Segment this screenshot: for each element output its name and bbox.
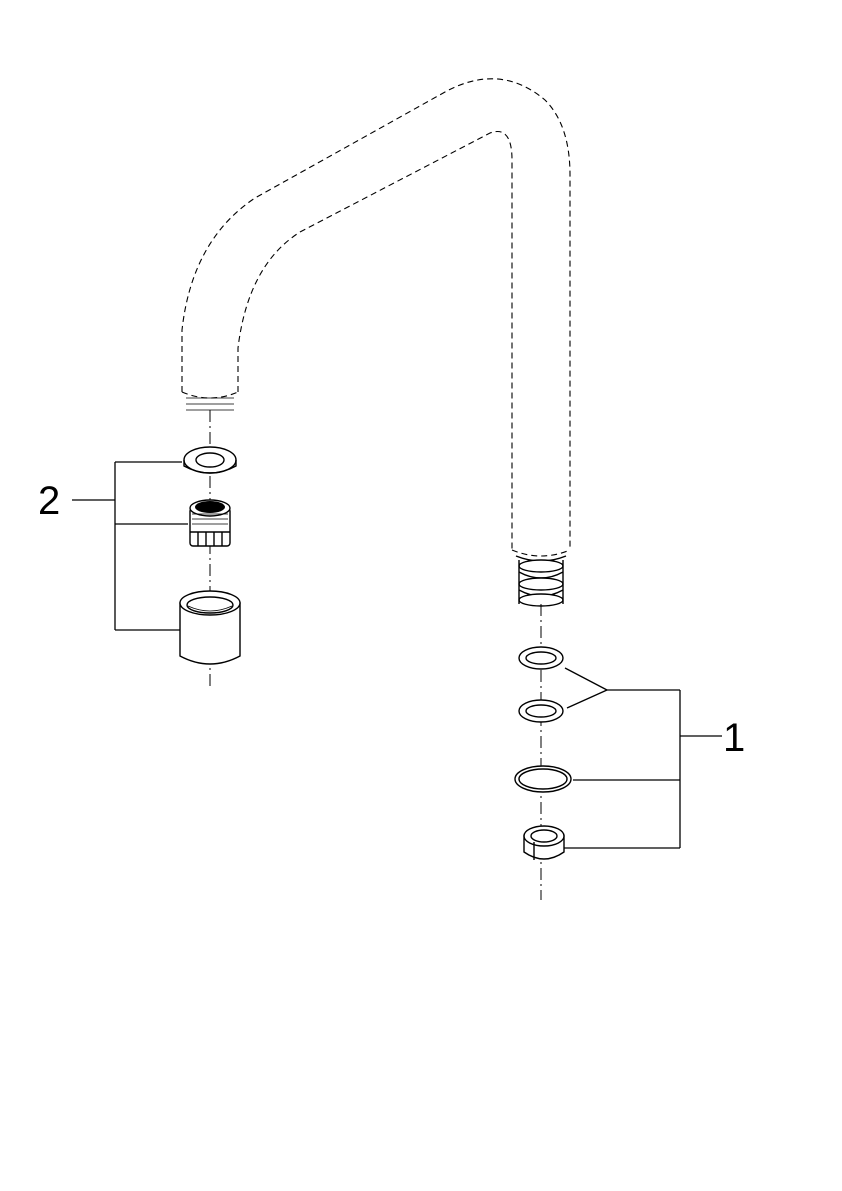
- group-2-washer: [183, 446, 237, 474]
- hose-threaded-end: [515, 555, 567, 607]
- callout-number-1: 1: [723, 716, 746, 760]
- group-1-seal-b: [518, 699, 564, 723]
- group-1-o-ring: [514, 765, 572, 793]
- callout-number-2: 2: [38, 479, 61, 523]
- callout-1-leader: [564, 667, 722, 849]
- group-2-aerator-housing: [179, 590, 241, 665]
- group-2-aerator-insert: [189, 499, 231, 547]
- group-1-clamp-ring: [523, 825, 565, 860]
- group-1-seal-a: [518, 646, 564, 670]
- callout-2-leader: [72, 461, 188, 631]
- spout-phantom-outline: [181, 78, 571, 557]
- spout-outlet-thread: [186, 397, 234, 411]
